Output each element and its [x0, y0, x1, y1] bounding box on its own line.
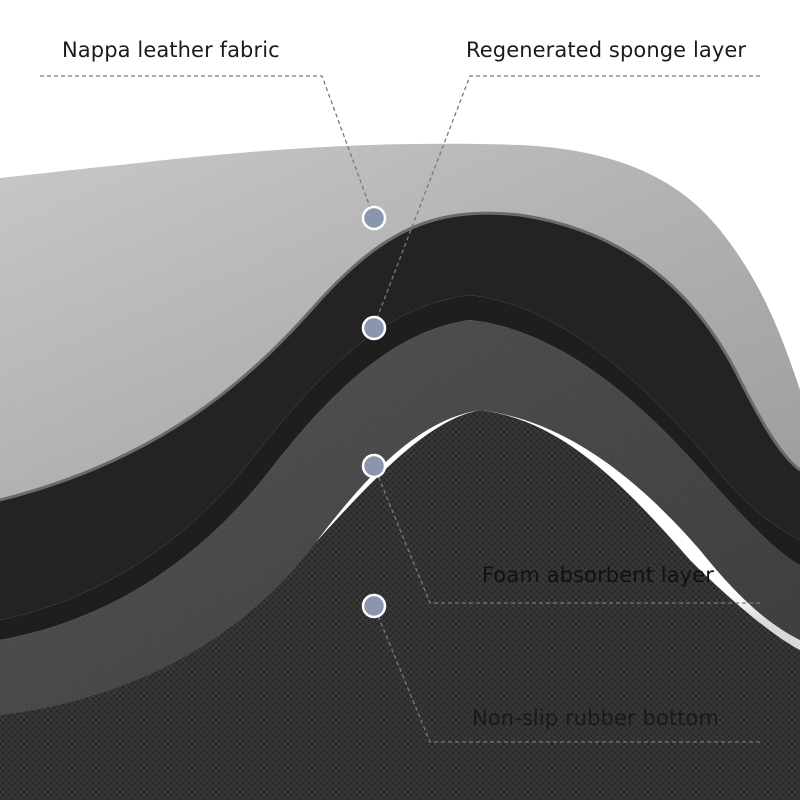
leader-line-rubber [373, 605, 760, 743]
marker-dot-sponge [361, 315, 387, 341]
marker-dots [361, 205, 387, 619]
label-regenerated-sponge-layer: Regenerated sponge layer [466, 38, 747, 62]
leader-lines [40, 75, 760, 743]
marker-dot-foam [361, 453, 387, 479]
marker-dot-rubber [361, 593, 387, 619]
separator-layer [0, 295, 800, 640]
label-non-slip-rubber-bottom: Non-slip rubber bottom [472, 706, 720, 730]
leader-line-sponge [373, 75, 760, 327]
marker-dot-nappa [361, 205, 387, 231]
label-foam-absorbent-layer: Foam absorbent layer [482, 563, 714, 587]
leader-line-foam [373, 465, 760, 604]
sponge-layer [0, 213, 800, 620]
leather-edge [0, 211, 800, 502]
rubber-bottom-layer [0, 410, 800, 800]
leader-line-nappa [40, 75, 375, 219]
leather-grain-overlay [0, 143, 800, 501]
label-nappa-leather-fabric: Nappa leather fabric [62, 38, 280, 62]
foam-grain-overlay [0, 320, 800, 800]
